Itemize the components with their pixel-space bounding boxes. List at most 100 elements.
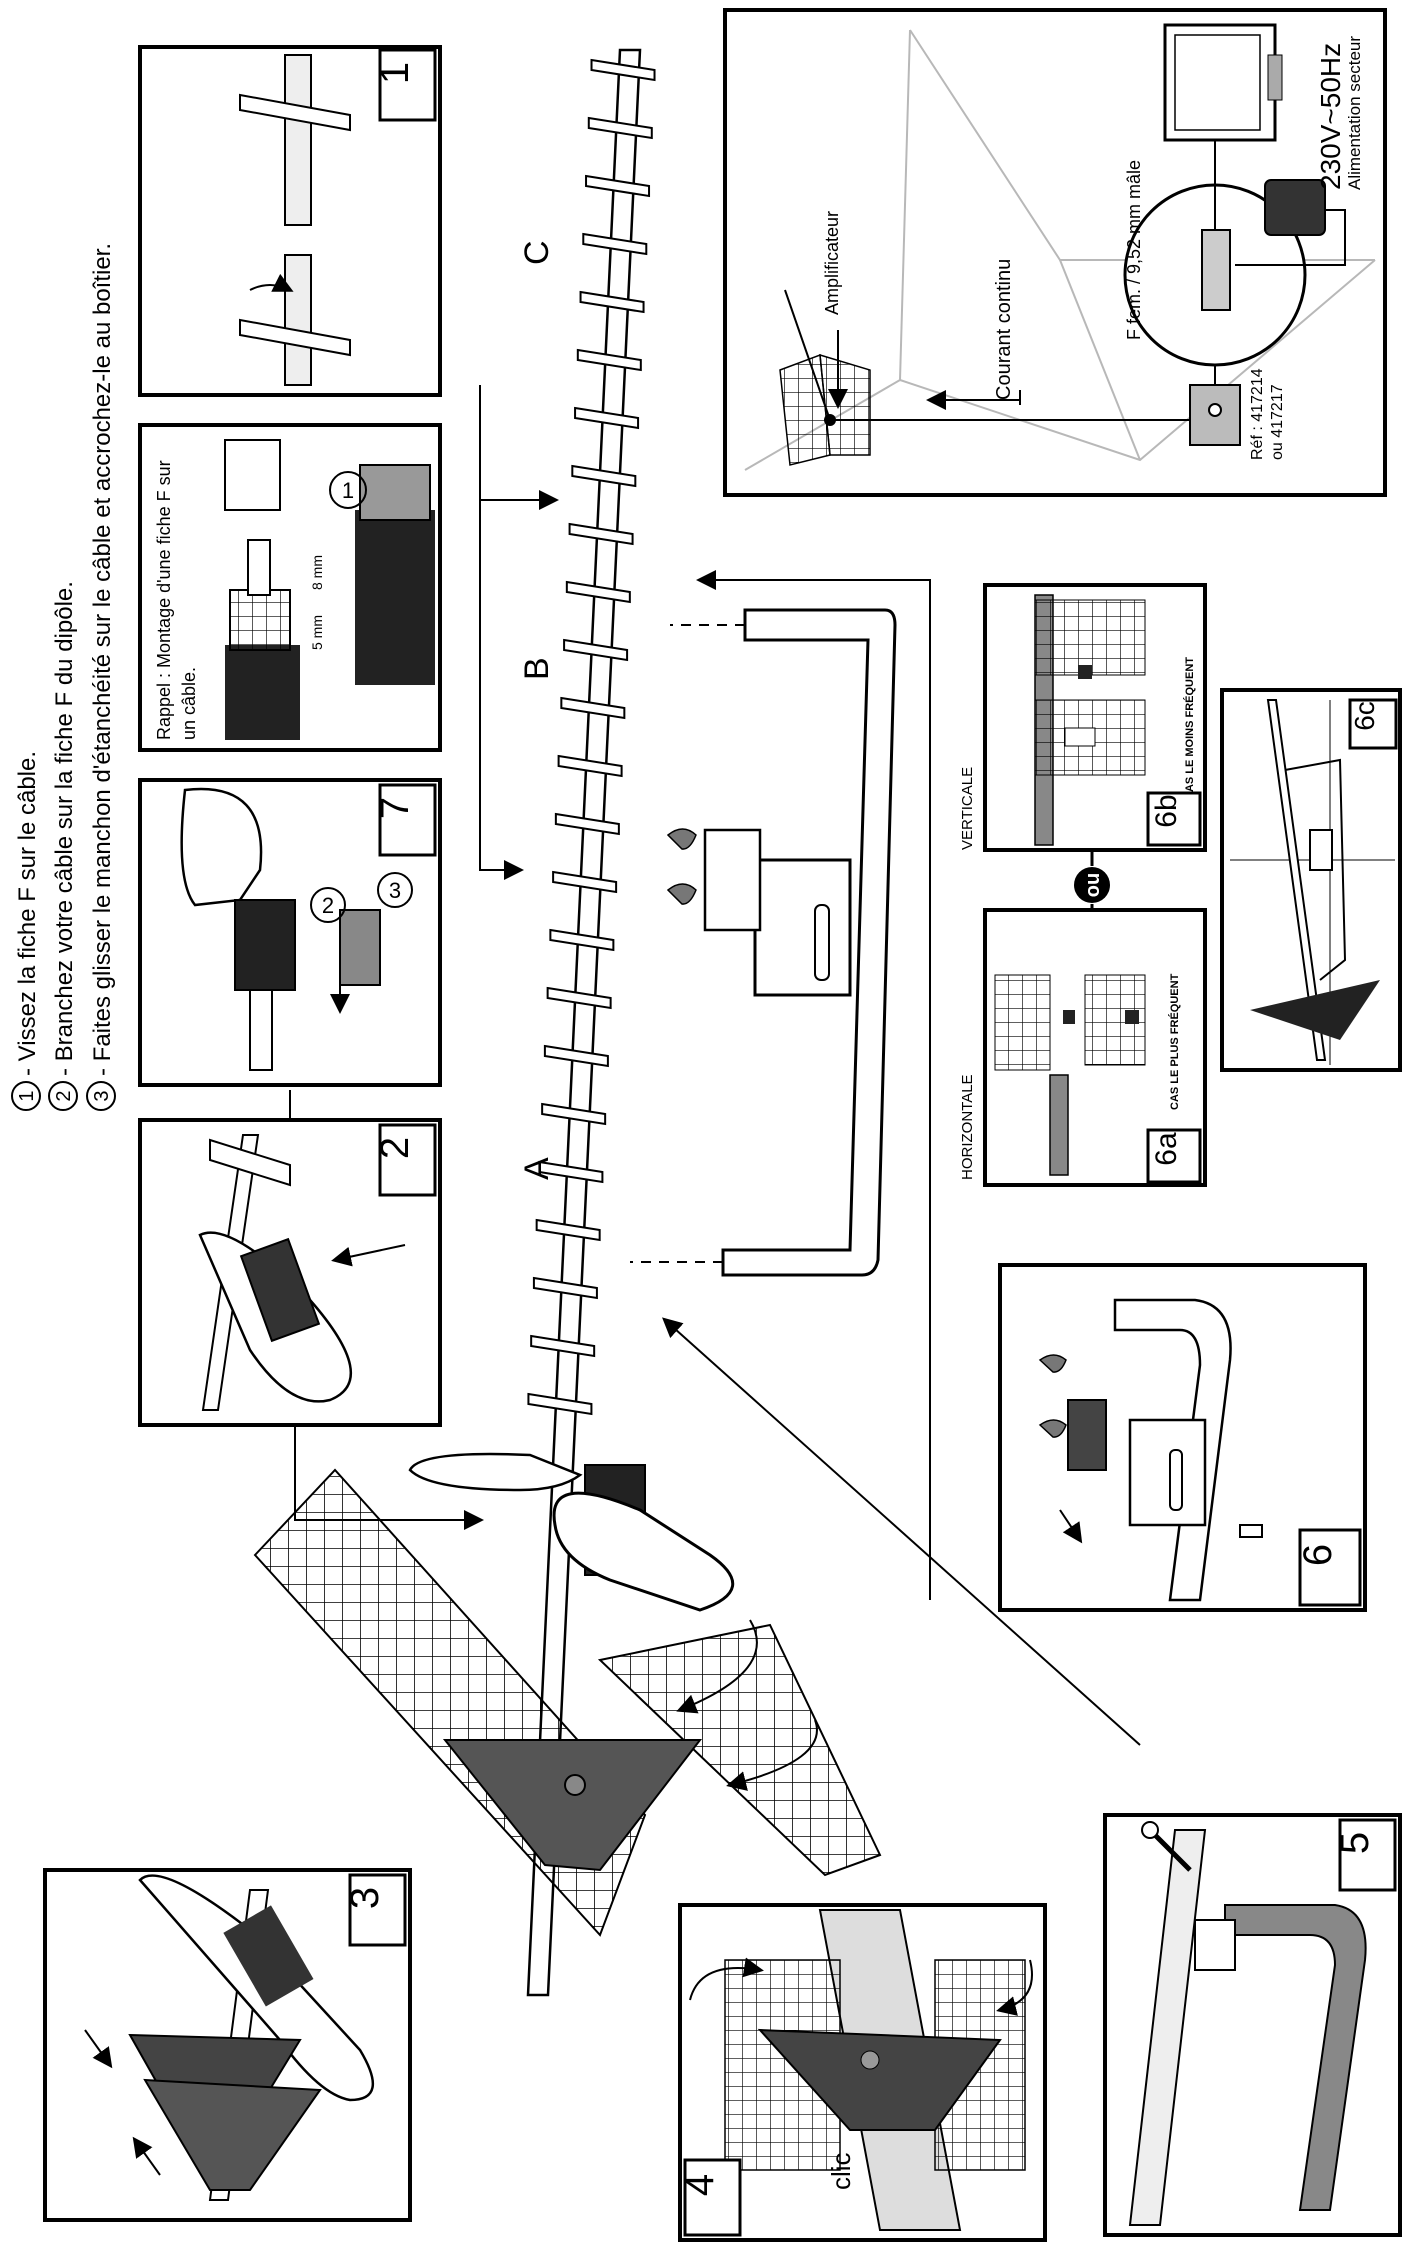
director-element — [574, 406, 640, 430]
arrow-detail2-to-dipole — [294, 1420, 484, 1530]
arrow-detail5-to-bracket — [662, 1317, 1141, 1746]
step-badge-1 — [378, 48, 437, 122]
director-element — [239, 318, 351, 357]
detail-6b-panel: VERTICALE CAS LE MOINS FRÉQUENT 6b — [959, 583, 1207, 852]
bolt-icon — [1239, 1524, 1263, 1538]
step7-circle-3: 3 — [389, 878, 401, 903]
reflector-bracket — [757, 2028, 1002, 2131]
rotate-arrow — [249, 273, 294, 292]
assembled-connector — [359, 464, 431, 521]
director-element — [587, 116, 653, 140]
ref-line-1: Réf : 417214 — [1249, 368, 1266, 460]
screw-head — [1141, 1821, 1159, 1839]
director-element — [209, 1138, 291, 1187]
dim-5mm: 5 mm — [309, 615, 325, 650]
step-badge-7 — [378, 783, 437, 857]
director-element — [560, 696, 626, 720]
antenna-pointer — [784, 289, 831, 421]
bracket-wingnut — [860, 2050, 880, 2070]
instruction-1: 1 - Vissez la fiche F sur le câble. — [11, 751, 41, 1111]
dc-arrow — [930, 390, 1021, 405]
ou-badge: ou — [1074, 850, 1110, 910]
reflector-bracket — [1250, 980, 1380, 1040]
detail-2-panel: 2 — [138, 1118, 442, 1427]
instruction-3-text: - Faites glisser le manchon d'étanchéité… — [89, 243, 116, 1076]
section-label-a: A — [518, 1157, 556, 1180]
director-element — [530, 1334, 596, 1358]
mast-u-bracket — [721, 608, 897, 1277]
adapter-cable — [1235, 209, 1346, 266]
instruction-3-badge — [86, 1081, 116, 1111]
instruction-3-num: 3 — [91, 1090, 113, 1101]
instruction-1-text: - Vissez la fiche F sur le câble. — [14, 751, 41, 1076]
reflector-mesh-right — [597, 1623, 882, 1877]
director-element — [541, 1102, 607, 1126]
power-sub-label: Alimentation secteur — [1345, 36, 1364, 190]
clamp-slot — [1169, 1449, 1183, 1511]
reminder-circle-num: 1 — [342, 478, 354, 503]
director-element — [527, 1392, 593, 1416]
step-badge-4 — [683, 2158, 742, 2237]
ou-label: ou — [1082, 873, 1104, 897]
instruction-3: 3 - Faites glisser le manchon d'étanchéi… — [86, 243, 116, 1111]
horizontal-label: HORIZONTALE — [959, 1074, 976, 1180]
assemble-arrow — [1059, 1509, 1083, 1544]
step-number-3: 3 — [343, 1887, 387, 1909]
instruction-2: 2 - Branchez votre câble sur la fiche F … — [48, 581, 78, 1111]
director-element — [554, 812, 620, 836]
step-number-2: 2 — [373, 1137, 417, 1159]
clamp-plate — [1128, 1418, 1207, 1527]
detail-6a-panel: HORIZONTALE CAS LE PLUS FRÉQUENT 6a — [959, 908, 1207, 1187]
reminder-line-2: un câble. — [179, 667, 199, 740]
f-connector — [224, 439, 281, 511]
director-element — [535, 1218, 601, 1242]
bracket-wingnut — [564, 1774, 586, 1796]
power-label: 230V~50Hz — [1315, 43, 1346, 190]
ref-line-2: ou 417217 — [1269, 384, 1286, 460]
detail-5-panel: 5 — [1103, 1813, 1402, 2237]
director-element — [563, 638, 629, 662]
connector-label: F fem. / 9,52 mm mâle — [1124, 160, 1144, 340]
tv-screen — [1174, 34, 1261, 131]
clamp-jaw — [1067, 1399, 1107, 1471]
dipole-handle — [552, 1491, 735, 1612]
boom-segment — [284, 254, 312, 386]
power-adapter — [1264, 179, 1326, 236]
instruction-2-num: 2 — [53, 1090, 75, 1101]
house-outline — [1059, 259, 1141, 461]
clamp-plate — [753, 858, 852, 997]
instruction-list: 1 - Vissez la fiche F sur le câble. 2 - … — [11, 243, 116, 1111]
detail-3-panel: 3 — [43, 1868, 412, 2222]
reflector-bracket — [442, 1739, 703, 1872]
instruction-1-num: 1 — [16, 1090, 38, 1101]
clamp-jaw — [703, 828, 762, 932]
director-element — [590, 58, 656, 82]
director-element — [557, 754, 623, 778]
dipole-box — [1078, 665, 1092, 679]
amplifier-panel: Amplificateur Courant continu Réf : 4172… — [723, 8, 1387, 497]
insert-arrow — [331, 1244, 406, 1267]
director-element — [571, 464, 637, 488]
step-badge-6b — [1146, 791, 1202, 847]
most-common-label: CAS LE PLUS FRÉQUENT — [1168, 973, 1181, 1110]
step-badge-3 — [348, 1873, 407, 1947]
boom-segment — [1266, 699, 1327, 1061]
clic-label: clic — [826, 2152, 856, 2190]
dipole-loop — [408, 1452, 583, 1492]
director-element — [579, 290, 645, 314]
director-element — [565, 580, 631, 604]
step-number-6a: 6a — [1150, 1132, 1183, 1166]
step-number-6b: 6b — [1150, 794, 1183, 827]
clamp-plate — [1309, 829, 1333, 871]
step7-badge-3 — [377, 872, 413, 908]
director-element — [552, 870, 618, 894]
f-connector — [1201, 229, 1231, 311]
clamp-jaw — [1194, 1919, 1236, 1971]
mast-u-bracket — [1224, 1904, 1367, 2211]
director-element — [582, 232, 648, 256]
reflector-bracket-lower — [143, 2078, 322, 2191]
director-element — [585, 174, 651, 198]
wingnut-icon — [1038, 1419, 1067, 1438]
step7-badge-2 — [310, 887, 346, 923]
clamp-plate — [1064, 727, 1096, 747]
